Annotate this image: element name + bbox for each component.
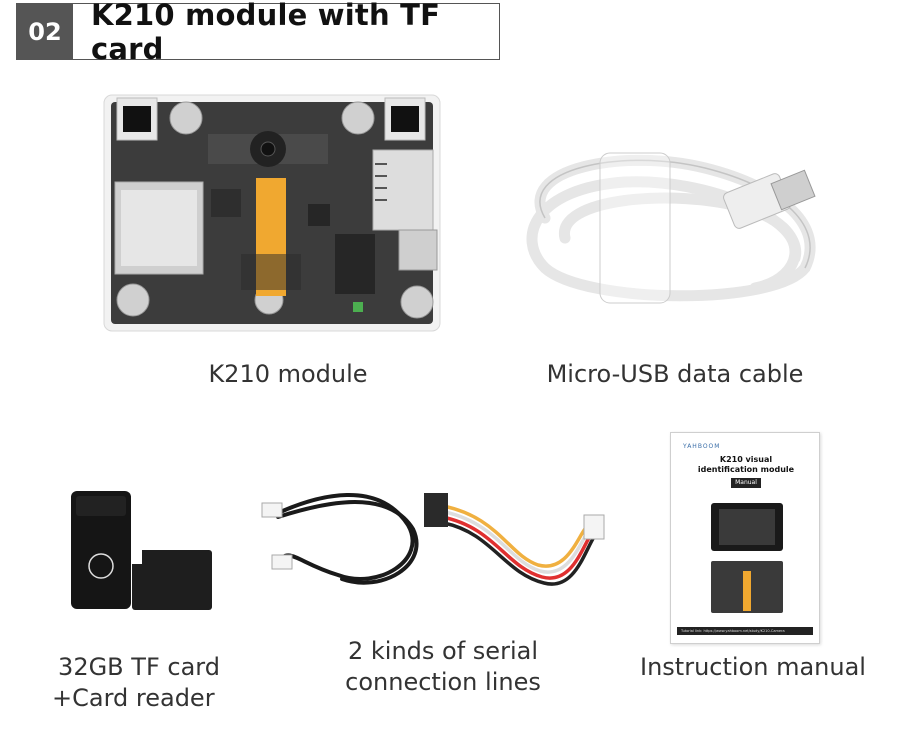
serial-cables-image <box>258 485 610 591</box>
serial-caption-line1: 2 kinds of serial <box>348 637 538 665</box>
manual-screen-icon <box>711 503 783 551</box>
cable-caption: Micro-USB data cable <box>546 360 804 388</box>
tfcard-caption-line1: 32GB TF card <box>58 653 220 681</box>
section-number: 02 <box>17 4 73 59</box>
manual-title-line1: K210 visual <box>719 455 773 464</box>
manual-caption: Instruction manual <box>640 653 866 681</box>
manual-board-icon <box>711 561 783 613</box>
manual-brand: YAHBOOM <box>683 443 721 450</box>
section-title: K210 module with TF card <box>91 0 441 66</box>
serial-caption-line2: connection lines <box>345 668 541 696</box>
tf-card-reader-image <box>68 488 214 612</box>
k210-module-image <box>103 94 441 332</box>
section-header: 02 K210 module with TF card <box>16 0 500 66</box>
manual-badge: Manual <box>731 478 761 488</box>
usb-cable-image <box>505 128 835 310</box>
manual-footer: Tutorial link: https://www.yahboom.net/s… <box>677 627 813 635</box>
tfcard-caption-line2: +Card reader <box>52 684 215 712</box>
manual-title-line2: identification module <box>697 465 795 474</box>
module-caption: K210 module <box>208 360 368 388</box>
instruction-manual-image: YAHBOOM K210 visual identification modul… <box>670 432 820 644</box>
